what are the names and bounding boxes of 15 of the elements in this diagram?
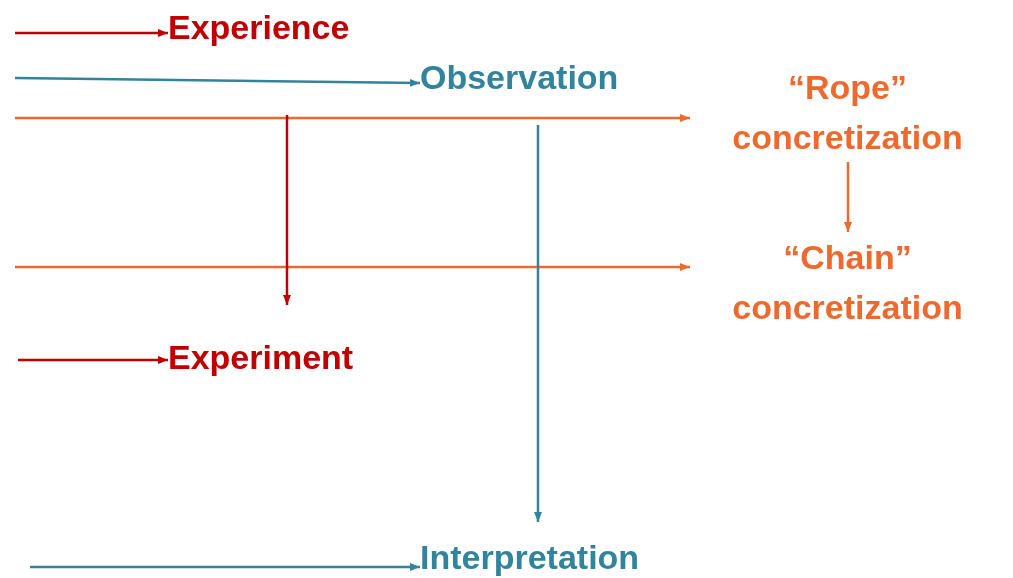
arrow	[534, 125, 542, 522]
arrow	[15, 29, 168, 37]
node-label: “Rope” concretization	[731, 67, 964, 158]
arrow	[15, 76, 420, 87]
node-label: “Chain” concretization	[731, 237, 964, 328]
arrow	[283, 115, 291, 305]
node-label: Experiment	[168, 337, 354, 378]
node-label: Interpretation	[420, 537, 640, 578]
arrow	[30, 563, 420, 571]
arrow	[18, 356, 168, 364]
node-label: Experience	[168, 7, 350, 48]
node-label: Observation	[420, 57, 619, 98]
arrow	[15, 263, 690, 271]
arrow	[15, 114, 690, 122]
arrow	[844, 162, 852, 232]
